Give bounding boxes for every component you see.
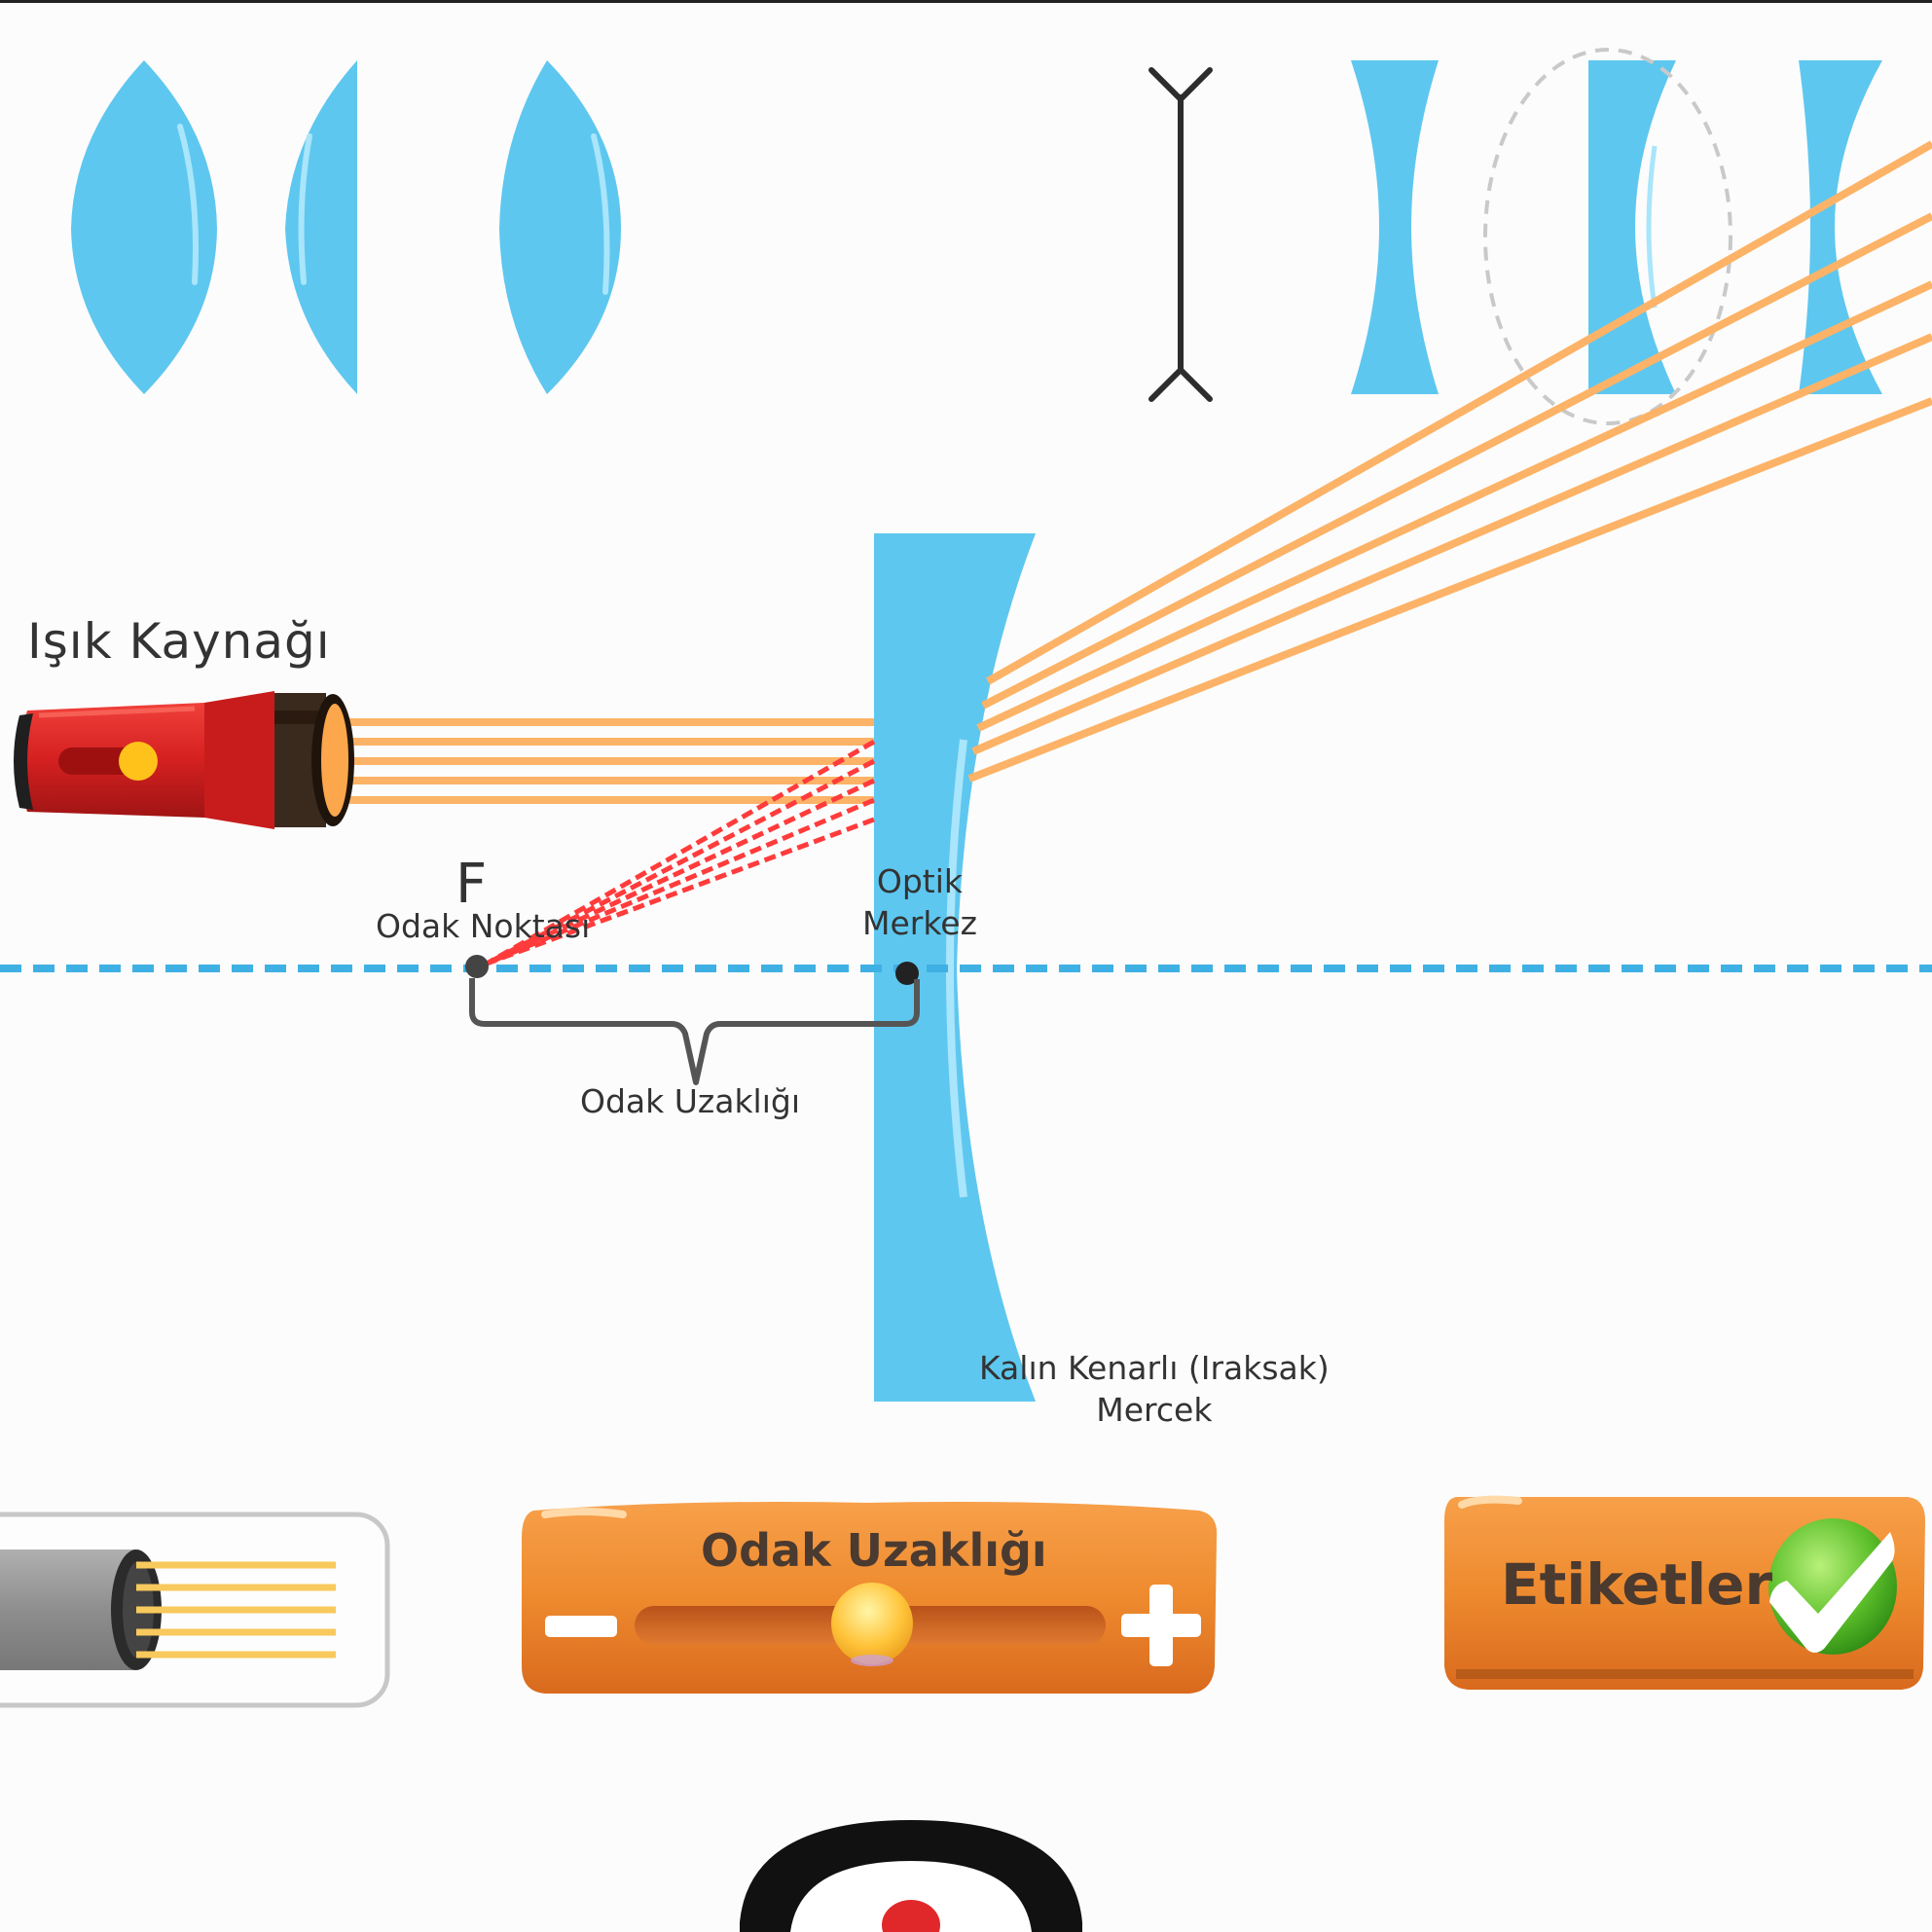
focal-length-plus-button[interactable] — [1121, 1585, 1201, 1666]
lens-option-plano-concave[interactable] — [1483, 48, 1732, 425]
refracted-rays — [967, 140, 1932, 783]
focal-length-minus-button[interactable] — [545, 1616, 617, 1637]
bottom-indicator-icon[interactable] — [740, 1820, 1082, 1932]
light-source-title: Işık Kaynağı — [27, 613, 331, 670]
flashlight-switch[interactable] — [119, 742, 158, 781]
minus-icon — [545, 1616, 617, 1637]
focal-length-knob[interactable] — [831, 1583, 913, 1664]
selection-ring — [1483, 48, 1732, 425]
optical-center-marker — [895, 962, 919, 985]
focal-length-slider-title: Odak Uzaklığı — [701, 1524, 1047, 1577]
main-diverging-lens[interactable] — [874, 533, 1036, 1402]
virtual-rays — [485, 739, 876, 966]
labels-toggle-button[interactable] — [1444, 1495, 1925, 1690]
focal-length-slider-panel — [522, 1502, 1218, 1694]
focal-length-brace — [469, 978, 920, 1085]
incident-rays — [346, 718, 874, 804]
checkmark-icon — [1768, 1518, 1897, 1655]
lens-option-biconcave[interactable] — [1351, 60, 1439, 394]
parallel-beam-icon — [136, 1561, 336, 1659]
lens-name-label: Kalın Kenarlı (Iraksak) Mercek — [979, 1349, 1330, 1429]
optic-center-label: Optik Merkez — [862, 862, 977, 942]
beam-type-selector[interactable] — [0, 1512, 390, 1708]
focal-point-marker[interactable] — [465, 955, 489, 978]
lens-option-concave-meniscus[interactable] — [1799, 60, 1882, 394]
focal-point-label: Odak Noktası — [376, 907, 591, 945]
lens-option-convex-meniscus[interactable] — [499, 60, 621, 394]
focal-letter-label: F — [456, 853, 488, 916]
plus-icon — [1121, 1585, 1201, 1666]
diverging-lens-symbol[interactable] — [1148, 67, 1213, 402]
flashlight[interactable] — [14, 691, 354, 829]
top-border — [0, 0, 1932, 3]
labels-button-text[interactable]: Etiketler — [1501, 1551, 1773, 1618]
lens-option-plano-convex[interactable] — [285, 60, 357, 394]
focal-length-label: Odak Uzaklığı — [580, 1082, 801, 1120]
lens-palette — [71, 48, 1882, 425]
lens-option-biconvex[interactable] — [71, 60, 217, 394]
